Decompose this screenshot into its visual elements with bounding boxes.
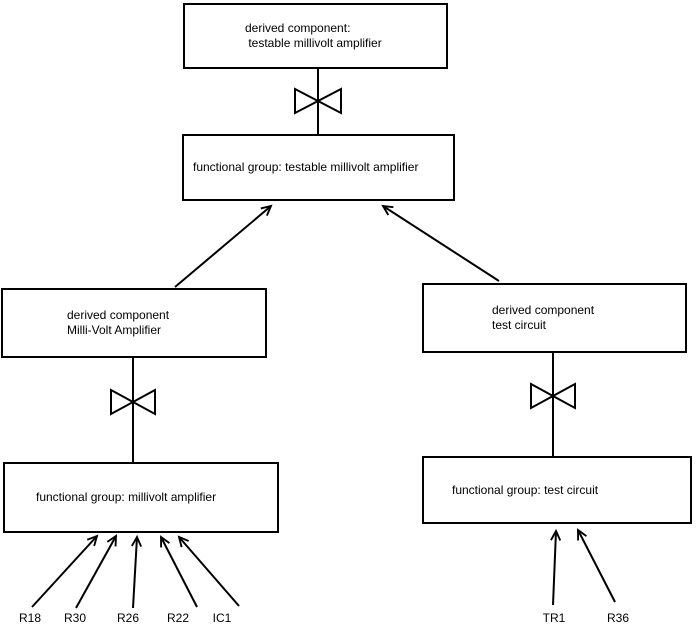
node-label: functional group: test circuit <box>452 482 599 497</box>
leaf-label-tr1: TR1 <box>542 611 566 625</box>
bowtie-icon-top <box>294 87 342 115</box>
node-label: derived component: testable millivolt am… <box>245 21 382 50</box>
arrow-r30 <box>75 534 118 609</box>
arrow-derived-test-to-functional-testable <box>381 204 500 282</box>
node-functional-group-test-circuit: functional group: test circuit <box>422 456 692 524</box>
node-functional-group-millivolt-amplifier: functional group: millivolt amplifier <box>3 462 279 533</box>
node-derived-component-test-circuit: derived component test circuit <box>422 283 687 353</box>
arrow-r22 <box>160 535 198 608</box>
arrow-tr1 <box>550 528 562 606</box>
node-label: derived component test circuit <box>492 303 595 332</box>
arrow-r26 <box>131 534 142 609</box>
leaf-label-r36: R36 <box>606 611 629 625</box>
arrow-derived-millivolt-to-functional-testable <box>174 204 273 288</box>
leaf-label-r22: R22 <box>166 611 189 625</box>
leaf-label-r30: R30 <box>63 611 86 625</box>
leaf-label-r18: R18 <box>18 611 41 625</box>
node-derived-component-testable-millivolt-amplifier: derived component: testable millivolt am… <box>183 3 448 69</box>
arrow-r36 <box>577 528 616 603</box>
bowtie-icon-left <box>110 388 156 416</box>
leaf-label-r26: R26 <box>116 611 139 625</box>
leaf-label-ic1: IC1 <box>212 611 232 625</box>
node-label: derived component Milli-Volt Amplifier <box>67 308 170 337</box>
node-label: functional group: testable millivolt amp… <box>193 160 419 174</box>
node-functional-group-testable-millivolt-amplifier: functional group: testable millivolt amp… <box>182 134 455 201</box>
arrow-ic1 <box>177 535 240 607</box>
node-label: functional group: millivolt amplifier <box>36 490 217 504</box>
node-derived-component-milli-volt-amplifier: derived component Milli-Volt Amplifier <box>1 288 267 358</box>
arrow-r18 <box>31 534 99 608</box>
bowtie-icon-right <box>530 382 576 410</box>
